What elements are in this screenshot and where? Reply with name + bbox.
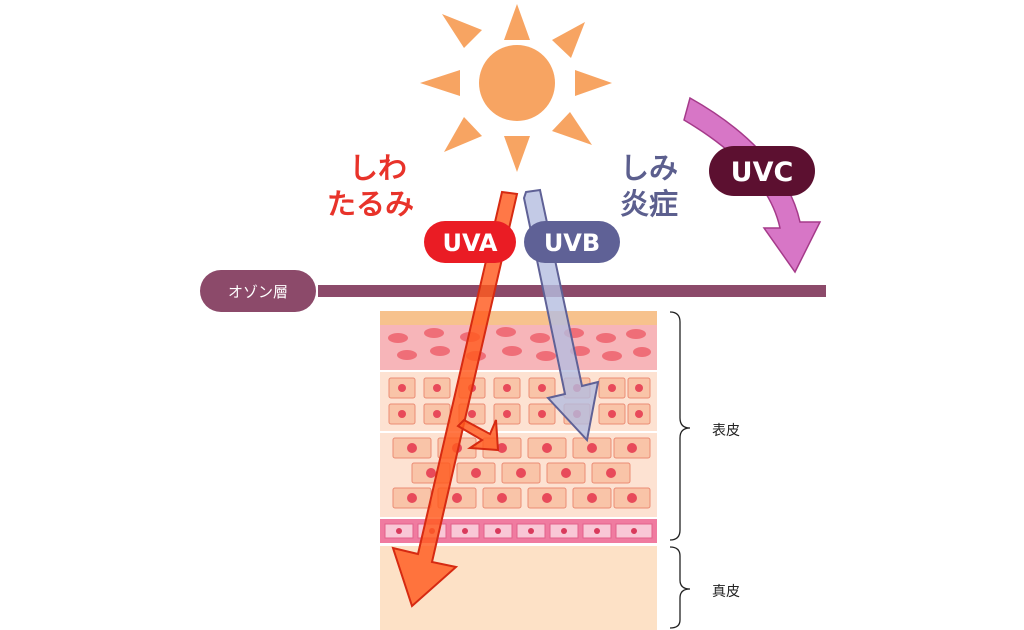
uva-badge: UVA	[424, 221, 516, 263]
uva-effect-sagging: たるみ	[327, 187, 415, 221]
uva-effects: しわ たるみ	[327, 150, 414, 222]
uva-effect-wrinkles: しわ	[349, 151, 408, 185]
sun-icon	[420, 4, 612, 172]
uvb-effect-inflammation: 炎症	[620, 187, 679, 221]
uvb-effect-spots: しみ	[620, 151, 679, 185]
ozone-layer-badge: オゾン層	[200, 270, 316, 312]
epidermis-label: 表皮	[712, 423, 740, 439]
uva-label: UVA	[442, 229, 497, 257]
uvc-label: UVC	[731, 157, 794, 188]
uvb-badge: UVB	[524, 221, 620, 263]
uvb-effects: しみ 炎症	[620, 150, 678, 222]
ozone-layer-bar	[318, 285, 826, 297]
ozone-layer-label: オゾン層	[228, 283, 288, 301]
uvc-arrow	[683, 96, 822, 274]
uvc-badge: UVC	[709, 146, 815, 196]
dermis-label: 真皮	[712, 584, 740, 600]
uvb-label: UVB	[544, 229, 600, 257]
layer-braces	[669, 311, 691, 629]
